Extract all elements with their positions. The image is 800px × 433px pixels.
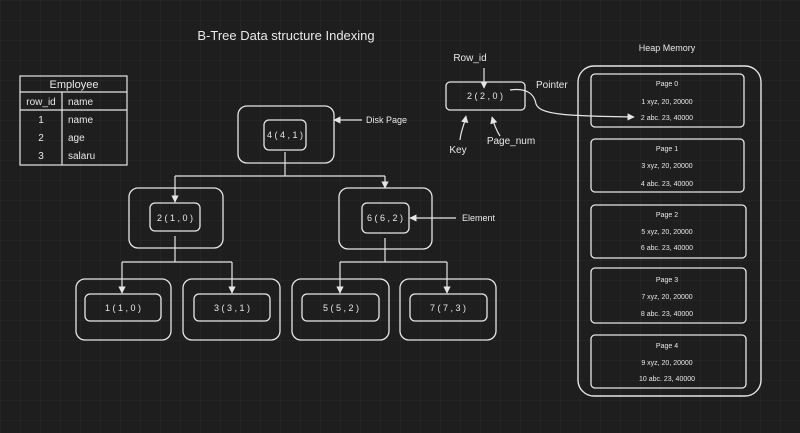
heap-page: Page 4 9 xyz, 20, 20000 10 abc. 23, 4000… [590,334,747,389]
employee-cell: name [68,115,93,126]
heap-row: 8 abc. 23, 40000 [641,311,693,318]
btree-leaf-node [291,278,390,341]
heap-page-title: Page 0 [656,81,678,88]
btree-internal-element: 6 ( 6 , 2 ) [367,213,403,223]
btree-internal-node [128,187,224,249]
employee-cell: salaru [68,151,95,162]
heap-row: 3 xyz, 20, 20000 [641,163,692,170]
disk-page-label: Disk Page [366,115,407,125]
employee-header-name: name [68,97,93,108]
btree-leaf-node [75,278,172,341]
btree-internal-element: 2 ( 1 , 0 ) [157,213,193,223]
heap-row: 1 xyz, 20, 20000 [641,99,692,106]
btree-leaf-node [182,278,281,341]
legend-page-num-label: Page_num [487,136,535,147]
btree-leaf-element: 3 ( 3 , 1 ) [214,303,250,313]
heap-row: 4 abc. 23, 40000 [641,181,693,188]
btree-leaf-element: 7 ( 7 , 3 ) [430,303,466,313]
legend-pointer-label: Pointer [536,80,568,91]
heap-row: 6 abc. 23, 40000 [641,245,693,252]
employee-table [19,75,128,166]
heap-page: Page 0 1 xyz, 20, 20000 2 abc. 23, 40000 [590,73,745,128]
heap-row: 10 abc. 23, 40000 [639,376,695,383]
employee-cell: 2 [38,133,44,144]
btree-internal-node [338,187,433,250]
legend-key-label: Key [449,145,466,156]
employee-cell: 3 [38,151,44,162]
legend-row-id-label: Row_id [453,53,486,64]
heap-row: 9 xyz, 20, 20000 [641,360,692,367]
heap-memory-title: Heap Memory [639,43,696,53]
diagram-title: B-Tree Data structure Indexing [197,28,374,43]
heap-page: Page 3 7 xyz, 20, 20000 8 abc. 23, 40000 [590,267,747,324]
heap-row: 7 xyz, 20, 20000 [641,294,692,301]
element-label: Element [462,213,496,223]
heap-row: 5 xyz, 20, 20000 [641,229,692,236]
heap-page: Page 1 3 xyz, 20, 20000 4 abc. 23, 40000 [590,138,745,193]
btree-leaf-node [399,278,497,341]
btree-leaf-element: 1 ( 1 , 0 ) [105,303,141,313]
legend-index-entry-box [445,81,526,111]
heap-row: 2 abc. 23, 40000 [641,115,693,122]
heap-page-title: Page 3 [656,277,678,284]
btree-root-node [237,105,335,164]
heap-page-title: Page 1 [656,146,678,153]
heap-page-title: Page 2 [656,212,678,219]
heap-memory-container [577,65,762,397]
employee-header-row-id: row_id [26,97,55,108]
employee-cell: age [68,133,85,144]
heap-page: Page 2 5 xyz, 20, 20000 6 abc. 23, 40000 [590,204,747,259]
employee-cell: 1 [38,115,44,126]
employee-table-title: Employee [50,79,99,91]
tree-connectors [118,68,635,294]
legend-index-entry: 2 ( 2 , 0 ) [467,91,503,101]
btree-leaf-element: 5 ( 5 , 2 ) [323,303,359,313]
heap-page-title: Page 4 [656,343,678,350]
btree-root-element: 4 ( 4 , 1 ) [267,130,303,140]
